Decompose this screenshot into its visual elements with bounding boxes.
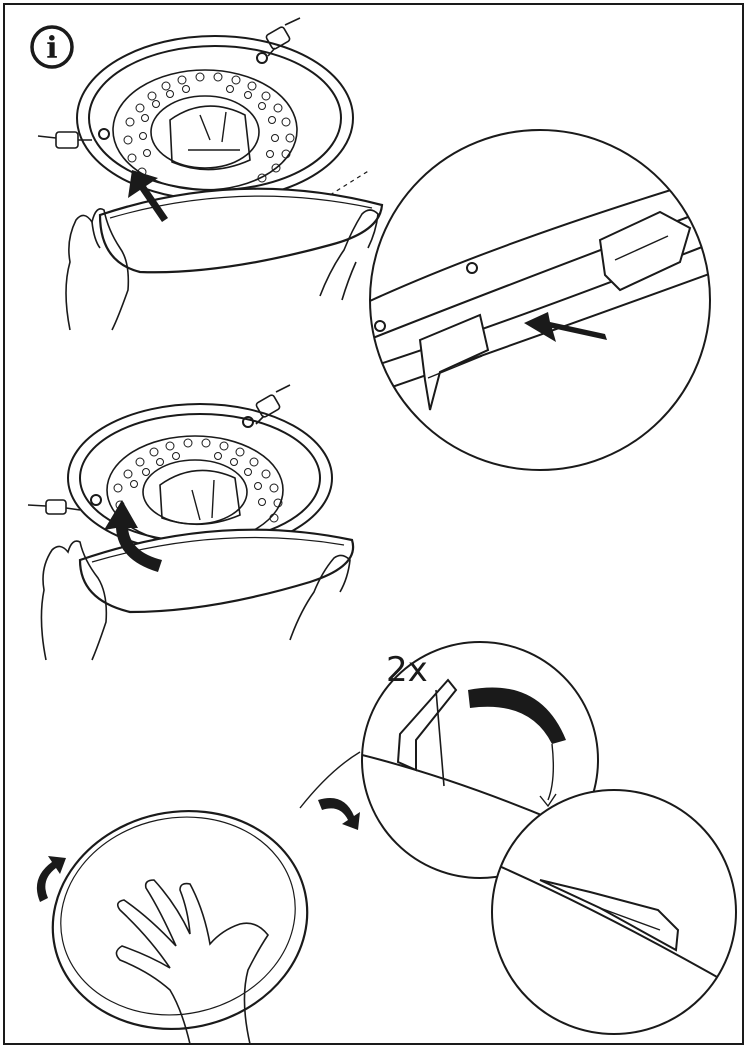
right-hand — [289, 554, 351, 641]
wire-connector-top — [255, 384, 291, 425]
rotate-arrow-icon — [318, 798, 360, 830]
page-border — [3, 3, 744, 1045]
step1-fixture — [37, 17, 384, 331]
step3-zoom-locked — [491, 789, 737, 1035]
left-hand — [40, 540, 108, 661]
info-icon-glyph: i — [46, 31, 57, 66]
quantity-label: 2x — [386, 650, 428, 690]
rotate-arrow-icon — [36, 856, 66, 902]
wire-connector-top — [265, 17, 301, 57]
curved-arrow-icon — [104, 500, 162, 572]
hand-on-diffuser — [115, 879, 269, 1045]
led-dots — [123, 72, 295, 183]
push-arrow-icon — [128, 170, 168, 222]
right-hand — [319, 209, 379, 301]
wire-connector-left — [37, 131, 92, 149]
step1-zoom-detail — [369, 129, 711, 471]
wire-connector-left — [27, 499, 81, 515]
rotate-arrow-icon — [468, 687, 566, 744]
step2-fixture — [27, 384, 355, 661]
step3-fixture — [36, 751, 361, 1045]
left-hand — [65, 208, 130, 331]
push-arrow-icon — [524, 312, 607, 342]
spring-clip — [396, 678, 458, 772]
info-icon: i — [30, 25, 74, 69]
